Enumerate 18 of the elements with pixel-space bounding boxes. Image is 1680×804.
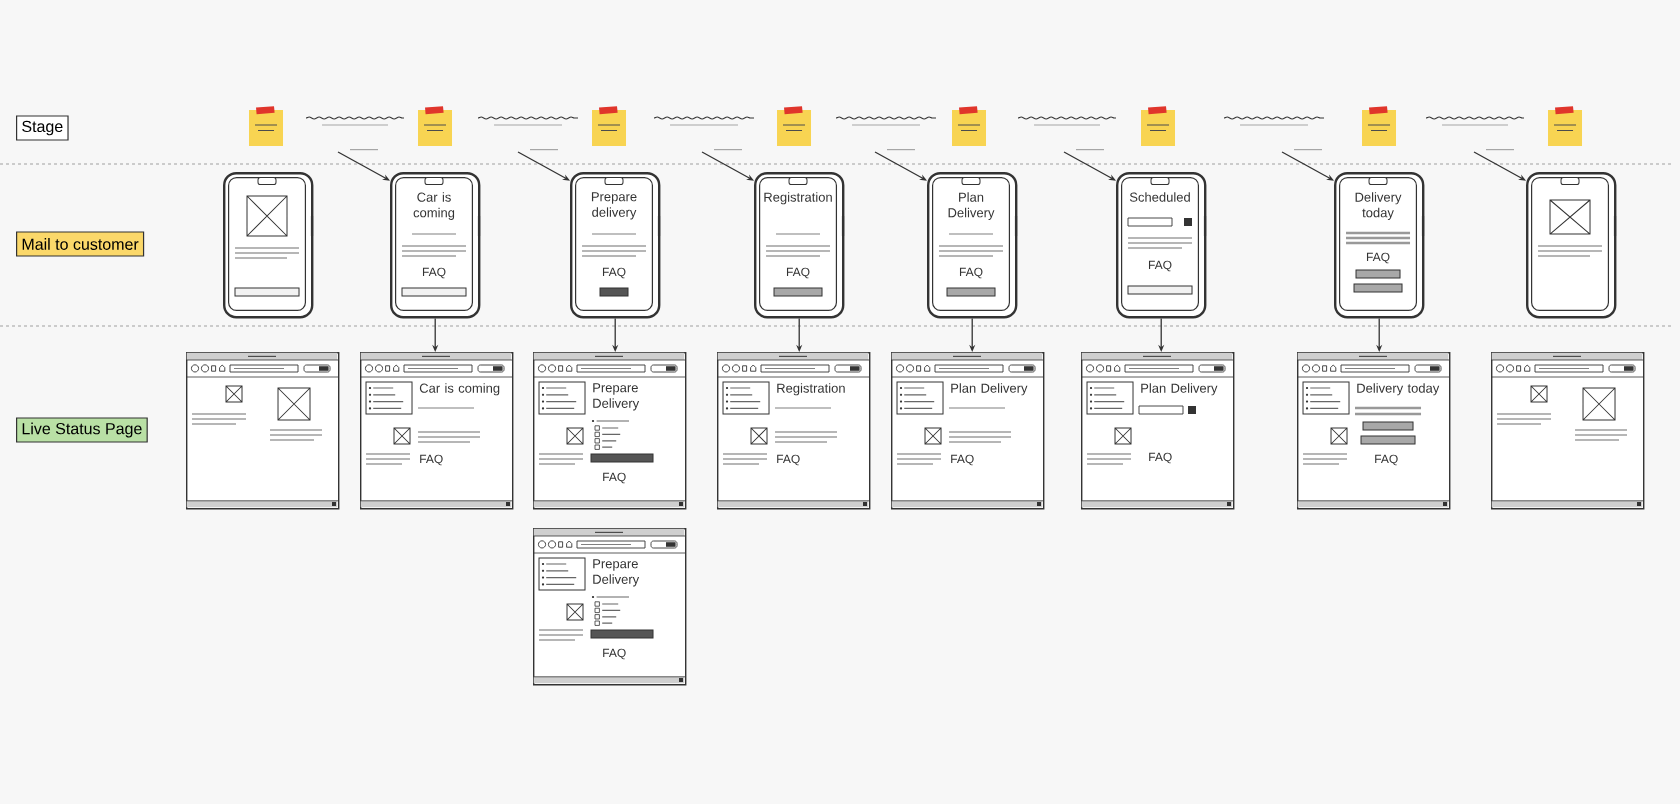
lane-label: Live Status Page [16, 417, 148, 443]
arrow [1281, 151, 1334, 181]
arrow [874, 151, 927, 181]
arrow [1063, 151, 1116, 181]
sticky-note [418, 106, 452, 146]
sticky-note [249, 106, 283, 146]
lane-label: Mail to customer [16, 231, 145, 257]
arrow [1473, 151, 1526, 181]
sticky-note [777, 106, 811, 146]
sticky-note [1362, 106, 1396, 146]
arrow [701, 151, 754, 181]
lane-label: Stage [16, 115, 69, 141]
arrow [337, 151, 390, 181]
arrow [517, 151, 570, 181]
sticky-note [1141, 106, 1175, 146]
sticky-note [592, 106, 626, 146]
sticky-note [1548, 106, 1582, 146]
sticky-note [952, 106, 986, 146]
